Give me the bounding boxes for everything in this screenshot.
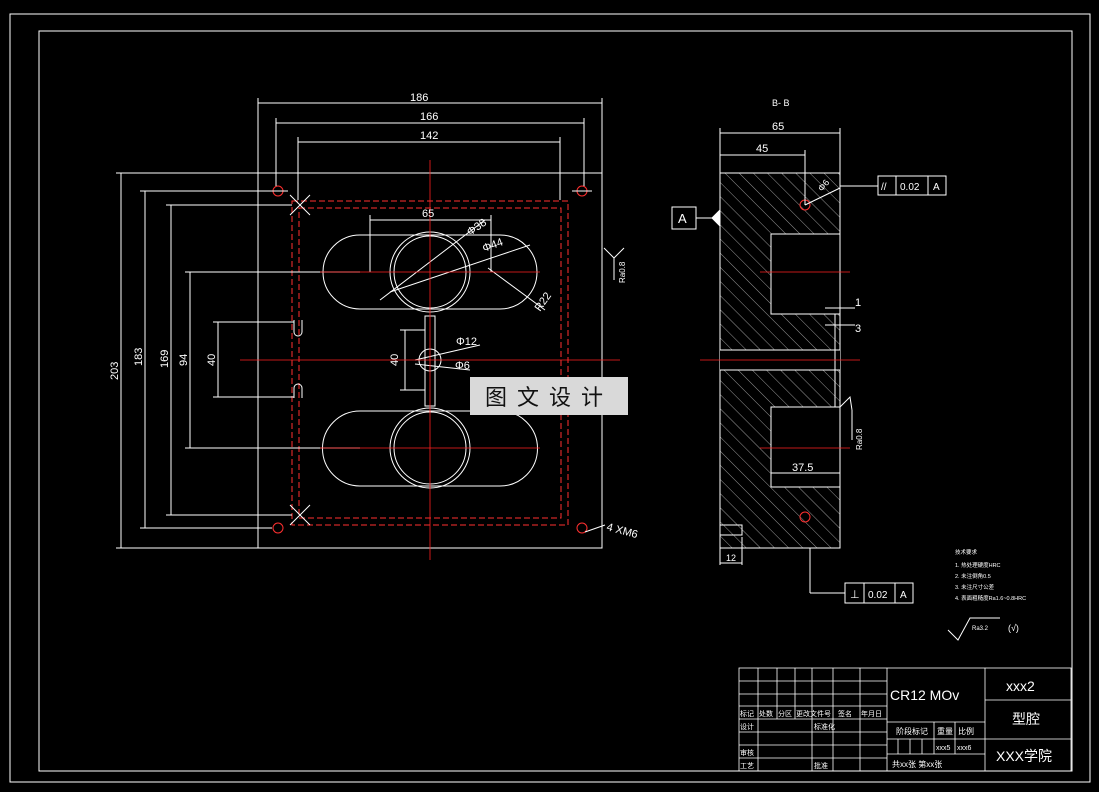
sec-roughness: Ra0.8: [855, 428, 864, 450]
technical-notes: 技术要求 1. 热处理硬度HRC 2. 未注倒角0.5 3. 未注尺寸公差 4.…: [955, 548, 1026, 602]
dim-40-center: 40: [389, 354, 401, 366]
dim-203: 203: [109, 362, 121, 380]
sec-dim-3: 3: [855, 323, 861, 335]
tb-row-design: 设计: [740, 722, 754, 731]
notes-line-3: 3. 未注尺寸公差: [955, 583, 995, 591]
parallel-tol: 0.02: [900, 182, 920, 193]
notes-line-4: 4. 表面粗糙度Ra1.6~0.8HRC: [955, 594, 1026, 602]
tb-part-name: 型腔: [1012, 711, 1040, 727]
tb-row-std: 标准化: [814, 722, 835, 731]
section-title: B- B: [772, 98, 790, 108]
tb-row-process: 工艺: [740, 762, 754, 770]
dim-r22: R22: [533, 290, 554, 313]
dim-186: 186: [410, 92, 428, 104]
roughness-all-value: Ra3.2: [972, 626, 989, 632]
front-view: [116, 98, 625, 549]
dim-142: 142: [420, 130, 438, 142]
tb-sheets: 共xx张 第xx张: [892, 759, 942, 769]
sec-dim-1: 1: [855, 297, 861, 309]
dim-phi12: Φ12: [456, 336, 477, 348]
dim-40-left: 40: [206, 354, 218, 366]
title-block: [738, 667, 1072, 772]
sec-dim-12: 12: [726, 553, 736, 563]
tb-school: XXX学院: [996, 748, 1052, 764]
notes-title: 技术要求: [955, 548, 978, 556]
roughness-all: [947, 617, 1000, 641]
upper-slot: [322, 234, 538, 310]
outer-frame: [9, 13, 1091, 783]
roughness-bracket: (√): [1008, 623, 1019, 633]
sec-dim-37-5: 37.5: [792, 462, 813, 474]
dim-166: 166: [420, 111, 438, 123]
section-centerlines: [700, 271, 860, 449]
tb-weight-val: xxx5: [936, 745, 951, 752]
tb-material: CR12 MOv: [890, 687, 959, 703]
tb-hdr-sign: 签名: [838, 709, 852, 718]
sec-dim-45: 45: [756, 143, 768, 155]
tb-scale: 比例: [958, 726, 974, 736]
notes-line-1: 1. 热处理硬度HRC: [955, 561, 1001, 569]
tb-hdr-doc: 更改文件号: [796, 709, 831, 718]
section-text: B- B 65 45 Φ6 1 3 37.5 12 A // 0.02 A ⊥ …: [678, 98, 940, 601]
tb-hdr-date: 年月日: [861, 709, 882, 718]
section-view: [671, 128, 947, 604]
watermark: 图文设计: [470, 377, 628, 415]
perp-ref: A: [900, 590, 907, 601]
dim-169: 169: [159, 350, 171, 368]
front-centerlines: [240, 160, 620, 560]
tb-weight: 重量: [937, 726, 953, 736]
tb-stage-mark: 阶段标记: [896, 726, 928, 736]
tb-row-review: 审核: [740, 748, 754, 757]
tb-hdr-count: 处数: [759, 709, 773, 718]
dim-phi6: Φ6: [455, 360, 470, 372]
dim-phi44: Φ44: [481, 236, 505, 254]
note-4xm6: 4 XM6: [605, 521, 639, 541]
tb-hdr-mark: 标记: [740, 709, 754, 718]
parallel-ref: A: [933, 182, 940, 193]
lower-slot: [322, 410, 538, 487]
tb-hdr-zone: 分区: [778, 709, 792, 718]
roughness-front: Ra0.8: [618, 261, 627, 283]
perp-symbol: ⊥: [850, 589, 860, 601]
tb-scale-val: xxx6: [957, 745, 972, 752]
title-block-text: CR12 MOv xxx2 型腔 XXX学院 标记 处数 分区 更改文件号 签名…: [740, 678, 1052, 770]
tb-row-approve: 批准: [814, 761, 828, 770]
parallel-symbol: //: [881, 182, 887, 193]
dim-65-front: 65: [422, 208, 434, 220]
datum-a: A: [678, 211, 687, 226]
notes-line-2: 2. 未注倒角0.5: [955, 572, 991, 580]
perp-tol: 0.02: [868, 590, 888, 601]
sec-dim-65: 65: [772, 121, 784, 133]
inner-frame: [38, 30, 1073, 772]
dim-94: 94: [178, 354, 190, 366]
tb-drawing-no: xxx2: [1006, 678, 1035, 694]
dim-183: 183: [133, 348, 145, 366]
